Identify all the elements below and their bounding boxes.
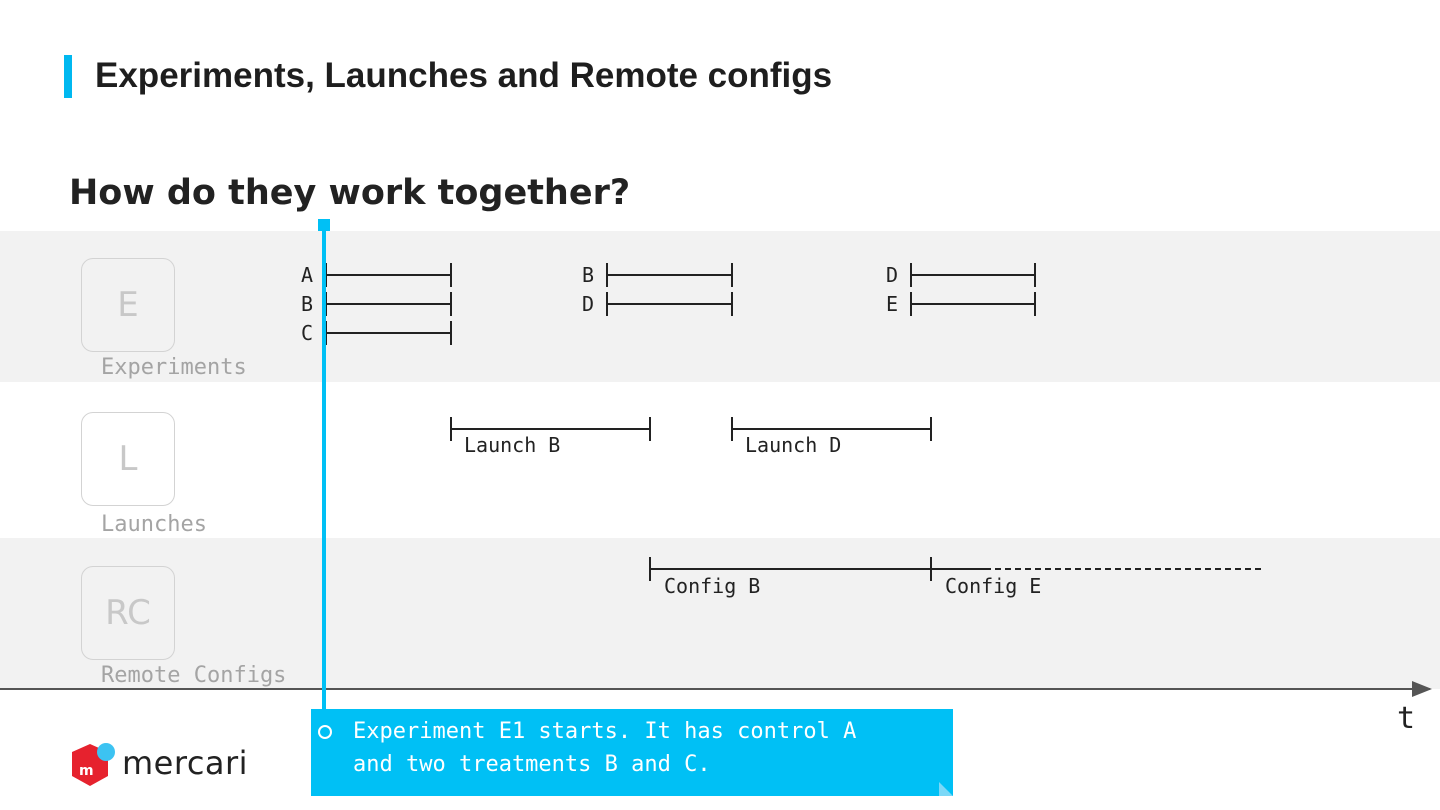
experiments-lane-band	[0, 231, 1440, 382]
remote-configs-lane-band	[0, 538, 1440, 689]
variant-label: C	[301, 321, 313, 345]
callout-text: Experiment E1 starts. It has control A a…	[353, 719, 857, 777]
experiment-group-3	[910, 263, 1036, 316]
page-title: Experiments, Launches and Remote configs	[95, 56, 833, 95]
variant-label: E	[886, 292, 898, 316]
callout-dot-icon	[318, 725, 332, 739]
logo-text: mercari	[122, 744, 249, 782]
remote-configs-lane-icon: RC	[81, 566, 175, 660]
variant-label: A	[301, 263, 313, 287]
config-bars	[649, 557, 1265, 581]
config-label: Config E	[945, 574, 1041, 598]
callout-fold-corner	[939, 782, 953, 796]
mercari-logo-icon: m	[72, 743, 115, 786]
title-accent-bar	[64, 55, 72, 98]
svg-text:m: m	[79, 763, 94, 779]
launch-label: Launch B	[464, 433, 560, 457]
variant-label: D	[582, 292, 594, 316]
config-label: Config B	[664, 574, 760, 598]
remote-configs-lane-label: Remote Configs	[101, 663, 287, 688]
launches-lane-label: Launches	[101, 512, 207, 537]
time-axis-label: t	[1397, 701, 1415, 736]
launches-lane-icon: L	[81, 412, 175, 506]
mercari-logo: m mercari	[70, 740, 260, 790]
variant-label: B	[582, 263, 594, 287]
launch-label: Launch D	[745, 433, 841, 457]
experiment-group-1	[325, 263, 452, 345]
launch-bars	[450, 417, 932, 441]
page-subtitle: How do they work together?	[69, 173, 631, 213]
variant-label: D	[886, 263, 898, 287]
experiments-lane-label: Experiments	[101, 355, 247, 380]
current-time-marker-handle	[318, 219, 330, 231]
variant-label: B	[301, 292, 313, 316]
experiments-lane-icon: E	[81, 258, 175, 352]
step-callout: Experiment E1 starts. It has control A a…	[311, 709, 953, 796]
experiment-group-2	[606, 263, 733, 316]
